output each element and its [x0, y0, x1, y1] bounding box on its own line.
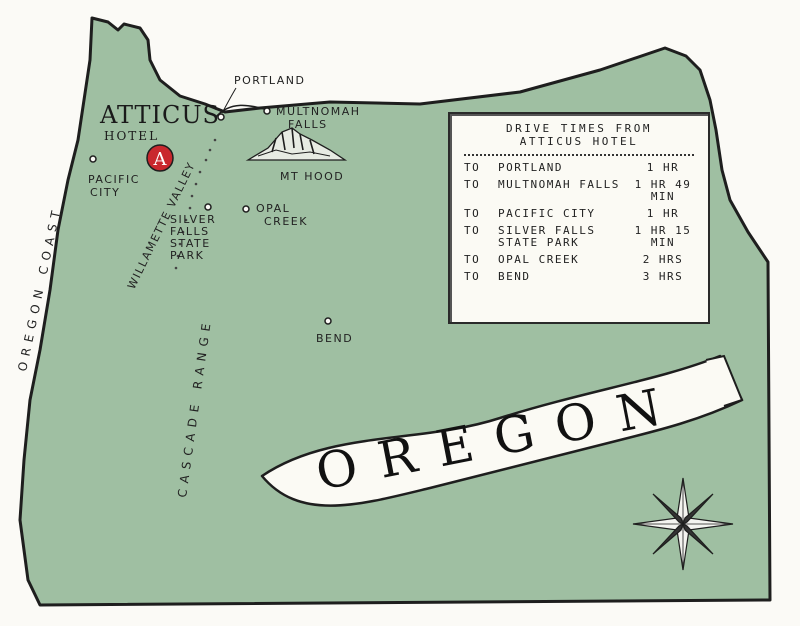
- falls-label: FALLS: [288, 118, 328, 131]
- drive-time-row: TO PORTLAND 1 HR: [464, 162, 694, 174]
- mthood-label: MT HOOD: [280, 170, 344, 183]
- duration: 1 HR 49 MIN: [634, 178, 692, 203]
- drive-time-row: TO MULTNOMAH FALLS 1 HR 49 MIN: [464, 179, 694, 203]
- drive-time-row: TO BEND 3 HRS: [464, 271, 694, 283]
- to-label: TO: [464, 178, 481, 191]
- drive-times-heading-line-2: ATTICUS HOTEL: [519, 135, 639, 148]
- creek-label: CREEK: [264, 215, 308, 228]
- destination: BEND: [498, 270, 531, 283]
- silver-park-label: PARK: [170, 249, 204, 262]
- opal-creek-marker: [242, 205, 250, 213]
- multnomah-label: MULTNOMAH: [276, 105, 361, 118]
- duration: 3 HRS: [642, 270, 684, 283]
- opal-label: OPAL: [256, 202, 290, 215]
- portland-marker: [217, 113, 225, 121]
- drive-time-row: TO SILVER FALLS STATE PARK 1 HR 15 MIN: [464, 225, 694, 249]
- silver-state-label: STATE: [170, 237, 211, 250]
- drive-times-panel: DRIVE TIMES FROM ATTICUS HOTEL TO PORTLA…: [448, 112, 710, 324]
- bend-label: BEND: [316, 332, 353, 345]
- mountain-icon: [245, 127, 348, 161]
- silver-falls-marker: [204, 203, 212, 211]
- city-label: CITY: [90, 186, 120, 199]
- pacific-city-marker: [89, 155, 97, 163]
- pacific-label: PACIFIC: [88, 173, 140, 186]
- to-label: TO: [464, 161, 481, 174]
- drive-time-row: TO PACIFIC CITY 1 HR: [464, 208, 694, 220]
- silver-label: SILVER: [170, 213, 216, 226]
- duration: 1 HR: [646, 207, 680, 220]
- destination: OPAL CREEK: [498, 253, 580, 266]
- destination: PACIFIC CITY: [498, 207, 596, 220]
- drive-times-heading-line-1: DRIVE TIMES FROM: [506, 122, 652, 135]
- duration: 2 HRS: [642, 253, 684, 266]
- hotel-subtitle: HOTEL: [104, 129, 159, 143]
- hotel-name: ATTICUS: [99, 101, 220, 129]
- drive-time-row: TO OPAL CREEK 2 HRS: [464, 254, 694, 266]
- to-label: TO: [464, 224, 481, 237]
- svg-text:A: A: [153, 149, 168, 170]
- place-markers: [89, 107, 332, 325]
- portland-label: PORTLAND: [234, 74, 305, 87]
- destination: SILVER FALLS STATE PARK: [498, 224, 596, 249]
- oregon-banner: [260, 354, 744, 507]
- hotel-marker-icon: A: [146, 144, 174, 172]
- compass-rose-icon: [632, 477, 734, 571]
- silver-falls-label: FALLS: [170, 225, 210, 238]
- drive-times-heading: DRIVE TIMES FROM ATTICUS HOTEL: [464, 122, 694, 156]
- destination: PORTLAND: [498, 161, 563, 174]
- to-label: TO: [464, 270, 481, 283]
- to-label: TO: [464, 253, 481, 266]
- bend-marker: [324, 317, 332, 325]
- willamette-valley-path: [174, 138, 217, 270]
- multnomah-marker: [263, 107, 271, 115]
- destination: MULTNOMAH FALLS: [498, 178, 620, 191]
- duration: 1 HR: [646, 161, 680, 174]
- to-label: TO: [464, 207, 481, 220]
- duration: 1 HR 15 MIN: [634, 224, 692, 249]
